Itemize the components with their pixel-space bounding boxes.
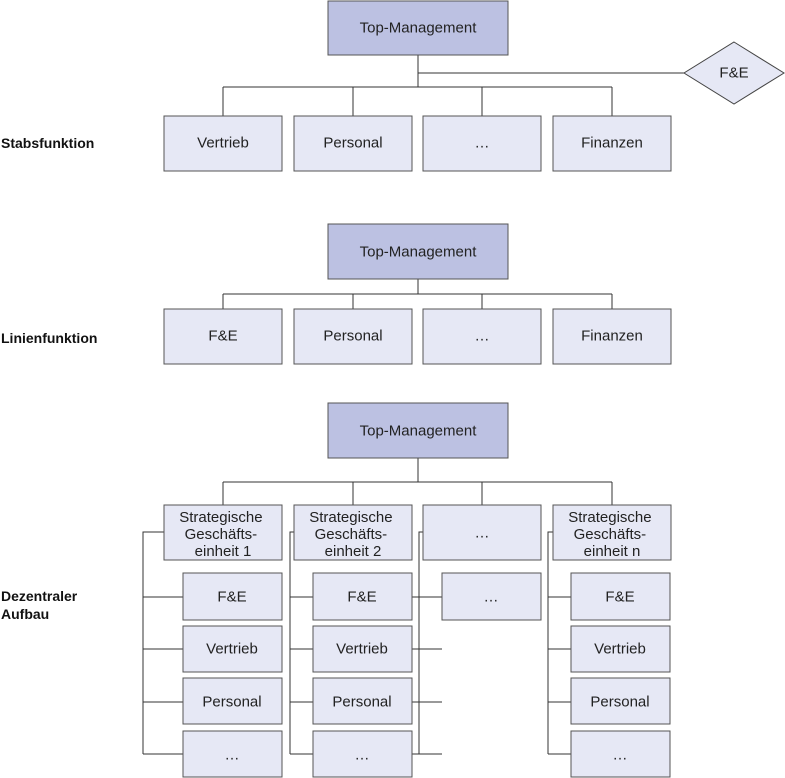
unit-label: Finanzen [581, 328, 643, 345]
unit-box [552, 115, 672, 172]
function-label: F&E [605, 589, 634, 606]
section-dezentraler-aufbau: Top-Management Strategische Geschäfts- e… [1, 402, 672, 778]
function-box [570, 625, 671, 673]
sbu-box [293, 504, 413, 561]
sbu-box [422, 504, 542, 561]
function-box [441, 572, 542, 621]
function-box [312, 572, 413, 621]
function-label: Personal [332, 694, 391, 711]
connector [142, 531, 183, 755]
sbu-box [552, 504, 672, 561]
unit-box [422, 115, 542, 172]
top-management-label: Top-Management [360, 20, 478, 37]
connector [222, 279, 613, 309]
connector [547, 531, 571, 755]
section-stabsfunktion: Top-Management F&E Vertrieb Personal … F… [1, 0, 785, 172]
unit-label: Finanzen [581, 135, 643, 152]
function-label: … [225, 747, 240, 764]
unit-box [293, 308, 413, 365]
function-label: F&E [217, 589, 246, 606]
unit-box [163, 308, 283, 365]
unit-label: F&E [208, 328, 237, 345]
section-linienfunktion: Top-Management F&E Personal … Finanzen L… [1, 223, 672, 365]
sbu-label: Strategische Geschäfts- einheit 2 [309, 509, 397, 560]
top-management-box [327, 0, 509, 56]
function-label: Vertrieb [336, 641, 388, 658]
connector [222, 55, 684, 116]
unit-box [293, 115, 413, 172]
function-box [570, 572, 671, 621]
sbu-label: Strategische Geschäfts- einheit 1 [179, 509, 267, 560]
unit-label: Personal [323, 135, 382, 152]
unit-box [552, 308, 672, 365]
section-label: Dezentraler Aufbau [1, 588, 81, 622]
function-label: Personal [590, 694, 649, 711]
function-label: Personal [202, 694, 261, 711]
connector [412, 531, 442, 755]
function-box [570, 677, 671, 725]
function-box [182, 625, 283, 673]
connector [222, 458, 613, 505]
function-box [570, 730, 671, 778]
top-management-label: Top-Management [360, 423, 478, 440]
unit-label: Personal [323, 328, 382, 345]
function-box [312, 625, 413, 673]
function-box [312, 677, 413, 725]
function-label: … [355, 747, 370, 764]
staff-label: F&E [719, 65, 748, 82]
function-label: Vertrieb [594, 641, 646, 658]
function-label: … [613, 747, 628, 764]
function-label: F&E [347, 589, 376, 606]
unit-label: … [475, 328, 490, 345]
staff-diamond [683, 41, 785, 105]
function-box [312, 730, 413, 778]
function-label: … [484, 589, 499, 606]
unit-box [422, 308, 542, 365]
top-management-label: Top-Management [360, 244, 478, 261]
unit-label: Vertrieb [197, 135, 249, 152]
sbu-label: … [475, 525, 490, 542]
sbu-box [163, 504, 283, 561]
section-label: Linienfunktion [1, 330, 97, 346]
function-box [182, 677, 283, 725]
function-box [182, 572, 283, 621]
unit-box [163, 115, 283, 172]
sbu-label: Strategische Geschäfts- einheit n [568, 509, 656, 560]
function-label: Vertrieb [206, 641, 258, 658]
section-label: Stabsfunktion [1, 135, 94, 151]
unit-label: … [475, 135, 490, 152]
function-box [182, 730, 283, 778]
top-management-box [327, 402, 509, 459]
top-management-box [327, 223, 509, 280]
connector [289, 531, 313, 755]
